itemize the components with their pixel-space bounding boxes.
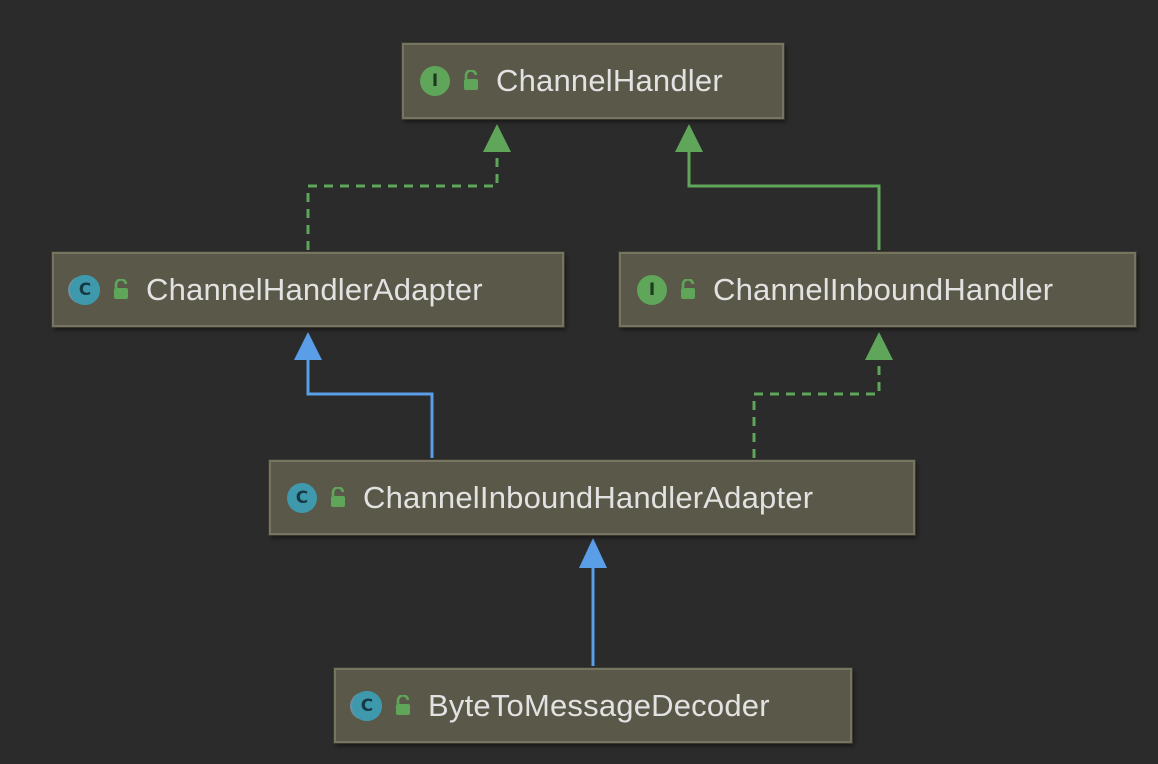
arrowhead-implements bbox=[865, 332, 893, 360]
interface-icon: I bbox=[637, 274, 667, 305]
arrowhead-extends-interface bbox=[675, 124, 703, 152]
edge-inbound-adapter-to-adapter bbox=[306, 360, 434, 458]
node-label: ChannelHandler bbox=[496, 63, 723, 98]
node-label: ChannelInboundHandlerAdapter bbox=[363, 479, 814, 515]
node-channel-handler-adapter[interactable]: C ChannelHandlerAdapter bbox=[52, 252, 564, 327]
unlock-icon bbox=[681, 278, 695, 299]
arrowhead-extends bbox=[579, 538, 607, 568]
edge-adapter-to-handler bbox=[306, 150, 499, 250]
unlock-icon bbox=[396, 694, 410, 715]
node-label: ChannelHandlerAdapter bbox=[146, 271, 483, 307]
arrowhead-extends bbox=[294, 332, 322, 360]
abstract-class-icon: C bbox=[70, 274, 100, 305]
unlock-icon bbox=[114, 278, 128, 299]
edge-inbound-adapter-to-inbound bbox=[752, 360, 881, 458]
node-label: ChannelInboundHandler bbox=[713, 271, 1054, 307]
node-channel-inbound-handler[interactable]: I ChannelInboundHandler bbox=[619, 252, 1136, 327]
unlock-icon bbox=[331, 486, 345, 507]
class-icon: C bbox=[287, 482, 317, 513]
node-channel-inbound-handler-adapter[interactable]: C ChannelInboundHandlerAdapter bbox=[269, 460, 915, 535]
abstract-class-icon: C bbox=[352, 690, 382, 721]
edge-inbound-to-handler bbox=[687, 150, 881, 250]
interface-icon: I bbox=[420, 66, 450, 96]
node-label: ByteToMessageDecoder bbox=[428, 687, 770, 723]
node-byte-to-message-decoder[interactable]: C ByteToMessageDecoder bbox=[334, 668, 852, 743]
arrowhead-implements bbox=[483, 124, 511, 152]
unlock-icon bbox=[464, 70, 478, 90]
node-channel-handler[interactable]: I ChannelHandler bbox=[402, 43, 784, 119]
